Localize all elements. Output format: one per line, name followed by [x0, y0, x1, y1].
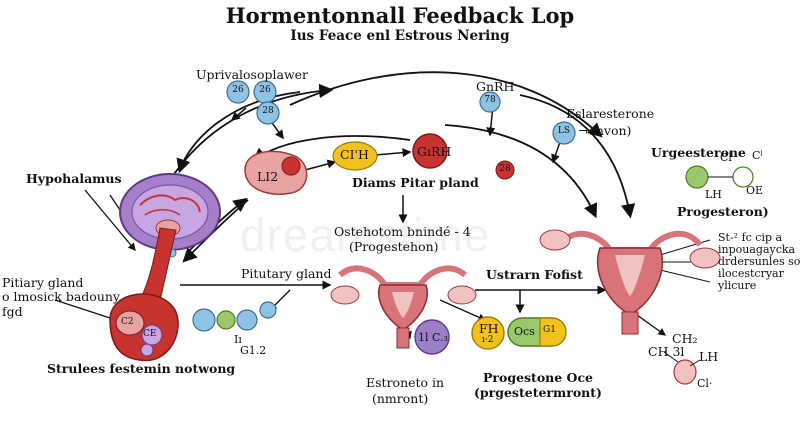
node-lh: LH	[705, 188, 722, 201]
node-g1: G1	[543, 325, 556, 335]
node-oe: OE	[746, 184, 764, 197]
node-cl-top: Cl	[720, 151, 732, 164]
arc-top-right	[519, 94, 636, 219]
label-osteo-2: (Progestehon)	[349, 239, 439, 254]
node-ii: Iı	[234, 333, 242, 346]
node-26a: 26	[232, 85, 244, 95]
label-progestone-1: Progestone Oce	[483, 370, 594, 385]
diagram-title: Hormentonnall Feedback Lop	[225, 3, 575, 28]
node-c-sym: Cˡ	[752, 149, 764, 162]
node-left-c2: C2	[121, 317, 134, 327]
label-right-note-3: drdersunles so	[718, 255, 800, 268]
node-78: 78	[484, 95, 496, 105]
label-pituitary-left-3: fgd	[2, 304, 23, 319]
node-gi2: G1.2	[240, 344, 267, 357]
node-fh-sub: ı·2	[482, 335, 494, 345]
node-fh: FH	[479, 321, 499, 336]
label-estradiol-sub: ¬envon)	[578, 123, 632, 138]
label-strules: Strulees festemin notwong	[47, 361, 236, 376]
label-pitplan-center: Diams Pitar pland	[352, 175, 479, 190]
label-pituitary-left-1: Pitiary gland	[2, 275, 84, 290]
node-cl-bottom: Cl·	[697, 377, 713, 390]
arc-mid	[444, 124, 598, 219]
label-right-note-5: ylicure	[718, 279, 757, 292]
pituitary-illustration	[109, 227, 179, 362]
label-hypothalamus: Hypohalamus	[26, 171, 122, 186]
node-28: 28	[262, 106, 274, 116]
node-ls: LS	[557, 126, 571, 136]
node-ce: CE	[143, 329, 157, 339]
label-urgesterone: Urgeesterone	[651, 145, 746, 160]
diagram-subtitle: Ius Feace enl Estrous Nering	[290, 28, 510, 44]
label-estroneto-2: (nmront)	[372, 391, 429, 406]
node-lh-bottom: LH	[699, 349, 719, 364]
node-c3: 1l C.₃	[418, 331, 448, 344]
label-pituitary-left-2: o lmosick badouny	[2, 289, 120, 304]
label-upper-left: Uprivalosoplawer	[196, 67, 309, 82]
label-progestone-2: (prgestetermront)	[474, 385, 602, 400]
node-ch2: CH₂	[672, 331, 698, 346]
node-gnrh-center: GıRH	[417, 144, 452, 159]
label-gnrh-top: GnRH	[476, 79, 515, 94]
label-osteo-1: Ostehotom bnindé - 4	[334, 224, 471, 239]
watermark: dreamstime	[240, 209, 491, 261]
label-estradiol: Eslaresterone	[566, 106, 655, 121]
node-li2: LI2	[257, 169, 279, 184]
uterus-right-illustration	[539, 229, 721, 335]
node-ch3: CH 3l	[648, 344, 685, 359]
node-clh: CI'H	[340, 147, 369, 162]
node-26b: 26	[259, 85, 271, 95]
label-right-note-4: ilocestcryar	[718, 267, 784, 280]
node-28b: 28	[499, 164, 511, 174]
label-ustrarn: Ustrarn Fofist	[486, 267, 583, 282]
node-ocs: Ocs	[514, 325, 535, 338]
uterus-center-illustration	[330, 265, 477, 349]
label-progesteron: Progesteron)	[677, 204, 769, 219]
label-right-note-2: inpouagaycka	[718, 243, 796, 256]
arc-top-left-b	[176, 91, 301, 174]
label-right-note-1: St-² fc cip a	[718, 231, 783, 244]
arc-top	[289, 71, 603, 138]
hypothalamus-illustration	[119, 173, 221, 258]
label-estroneto-1: Estroneto in	[366, 375, 445, 390]
label-pituitary-mid: Pitutary gland	[241, 266, 332, 281]
